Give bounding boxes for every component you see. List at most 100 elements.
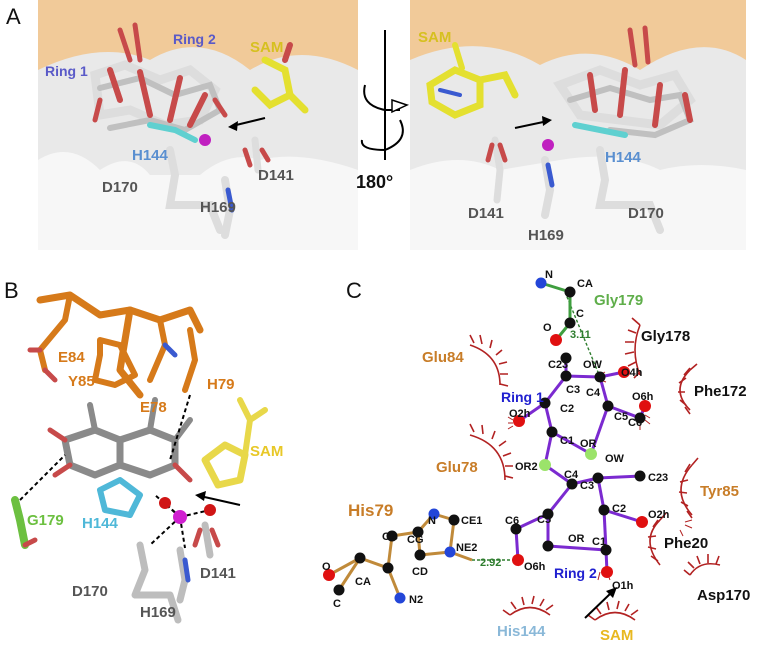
label-ring2-c: Ring 2: [554, 565, 597, 581]
arc-tyr85: [678, 457, 699, 519]
label-h169-b: H169: [140, 604, 176, 621]
label-h79: H79: [207, 376, 235, 393]
label-tyr85-c: Tyr85: [700, 483, 739, 500]
panel-b-arrow: [199, 495, 241, 506]
label-glu84-c: Glu84: [422, 349, 464, 366]
svg-text:CE1: CE1: [461, 515, 482, 527]
label-h169-left: H169: [200, 199, 236, 216]
metal-ion-left: [199, 134, 211, 146]
arc-glu78: [469, 423, 514, 481]
hbond-distance-gly179: 3.11: [570, 329, 591, 341]
protein-surface-orange: [38, 0, 358, 70]
label-asp170-c: Asp170: [697, 587, 750, 604]
label-ring1-left: Ring 1: [45, 63, 88, 79]
arc-glu84: [469, 334, 509, 387]
svg-text:O1h: O1h: [612, 580, 634, 592]
arc-asp170: [683, 554, 721, 576]
svg-text:C: C: [576, 308, 584, 320]
svg-text:C: C: [333, 598, 341, 610]
rotation-symbol: 180°: [356, 30, 410, 192]
ligand-ensemble-left: [90, 22, 228, 143]
svg-text:O2h: O2h: [509, 408, 531, 420]
svg-text:C1: C1: [560, 435, 574, 447]
label-d170-right: D170: [628, 205, 664, 222]
ligand-ensemble-right: [553, 25, 696, 139]
rotation-label: 180°: [356, 172, 393, 192]
label-d141-b: D141: [200, 565, 236, 582]
svg-text:C23: C23: [648, 472, 668, 484]
svg-text:C4: C4: [564, 469, 579, 481]
arrow-right: [514, 120, 549, 129]
svg-text:CG: CG: [407, 534, 424, 546]
svg-text:CB: CB: [382, 531, 398, 543]
label-his144-c: His144: [497, 623, 546, 640]
svg-text:O4h: O4h: [621, 367, 643, 379]
label-sam-left: SAM: [250, 39, 283, 56]
label-gly179-c: Gly179: [594, 292, 643, 309]
label-y85: Y85: [68, 373, 95, 390]
panel-a-right-image: SAM H144 D141 H169 D170: [410, 0, 746, 250]
label-d170-left: D170: [102, 179, 138, 196]
label-d170-b: D170: [72, 583, 108, 600]
sam-sticks-left: [251, 42, 309, 114]
label-phe20-c: Phe20: [664, 535, 708, 552]
arc-phe172: [678, 363, 698, 415]
label-h144-right: H144: [605, 149, 642, 166]
panel-a-left-image: Ring 1 Ring 2 SAM H144 D170 D141 H169: [38, 0, 358, 250]
svg-text:O6h: O6h: [524, 561, 546, 573]
label-ring2-left: Ring 2: [173, 31, 216, 47]
svg-text:NE2: NE2: [456, 542, 477, 554]
svg-text:OW: OW: [583, 359, 603, 371]
svg-text:C2: C2: [560, 403, 574, 415]
svg-text:OR: OR: [568, 533, 585, 545]
svg-text:C3: C3: [566, 384, 580, 396]
label-e78: E78: [140, 399, 167, 416]
svg-text:O: O: [543, 322, 552, 334]
panel-b-structure: [11, 291, 268, 624]
svg-text:OW: OW: [605, 453, 625, 465]
label-d141-right: D141: [468, 205, 504, 222]
svg-text:CA: CA: [577, 278, 593, 290]
label-sam-b: SAM: [250, 443, 283, 460]
panel-c-letter: C: [346, 278, 362, 303]
label-d141-left: D141: [258, 167, 294, 184]
svg-text:OR2: OR2: [515, 461, 538, 473]
label-e84: E84: [58, 349, 85, 366]
panel-b-metal: [173, 510, 187, 524]
metal-ion-right: [542, 139, 554, 151]
label-gly178-c: Gly178: [641, 328, 690, 345]
svg-text:C3: C3: [580, 480, 594, 492]
label-h169-right: H169: [528, 227, 564, 244]
panel-b-letter: B: [4, 278, 19, 303]
label-his79-c: His79: [348, 501, 393, 520]
label-sam-right: SAM: [418, 29, 451, 46]
hydrophobic-arcs: [469, 317, 721, 621]
arc-sam: [587, 600, 639, 621]
atom-labels-c: N CA C O C23 OW C3 C4 O4h O2h C2 C5 C6 O…: [322, 269, 670, 610]
panel-a-letter: A: [6, 4, 21, 29]
label-g179: G179: [27, 512, 64, 529]
label-h144-b: H144: [82, 515, 119, 532]
svg-text:N: N: [545, 269, 553, 281]
svg-text:CD: CD: [412, 566, 428, 578]
svg-text:C5: C5: [537, 514, 551, 526]
svg-text:C6: C6: [505, 515, 519, 527]
arc-his144: [502, 595, 554, 616]
svg-text:O: O: [322, 561, 331, 573]
label-ring1-c: Ring 1: [501, 389, 544, 405]
svg-text:O6h: O6h: [632, 391, 654, 403]
label-sam-c: SAM: [600, 627, 633, 644]
label-h144-left: H144: [132, 147, 169, 164]
svg-text:C23: C23: [548, 359, 568, 371]
svg-text:C2: C2: [612, 503, 626, 515]
arc-phe20: [647, 512, 667, 566]
svg-text:N: N: [428, 515, 436, 527]
panel-c-arrow: [584, 591, 613, 619]
svg-text:N2: N2: [409, 594, 423, 606]
svg-text:OR: OR: [580, 438, 597, 450]
svg-text:O2h: O2h: [648, 509, 670, 521]
label-phe172-c: Phe172: [694, 383, 747, 400]
svg-text:CA: CA: [355, 576, 371, 588]
atoms-c: [323, 277, 651, 604]
